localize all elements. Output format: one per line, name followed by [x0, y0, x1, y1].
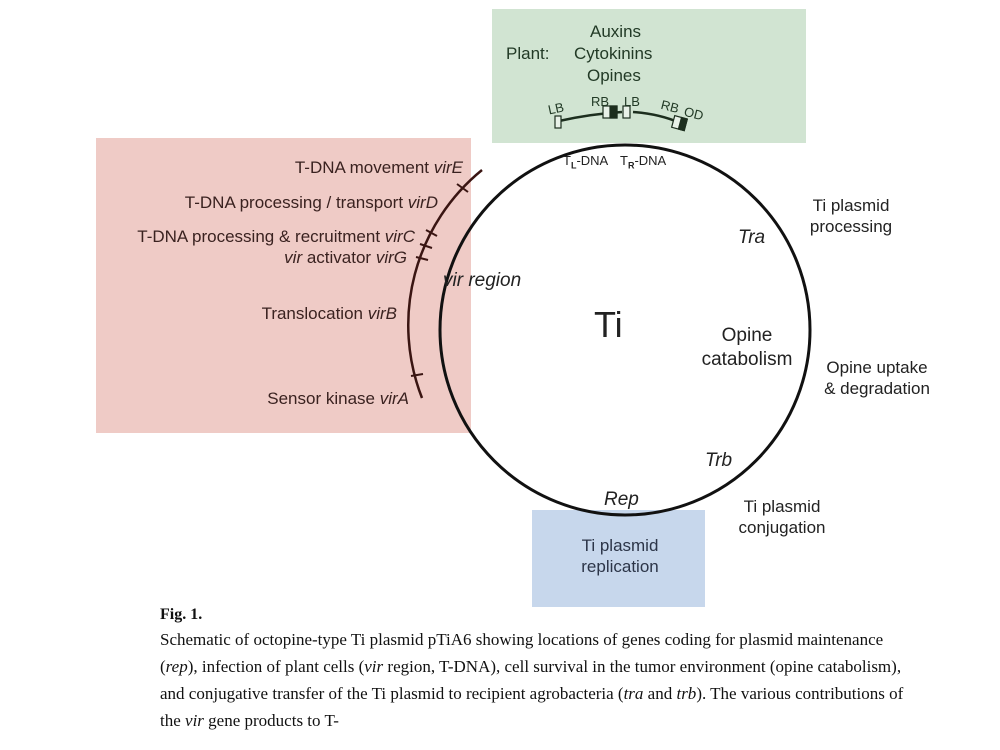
tl-dna-t: T — [563, 153, 571, 168]
figure-title: Fig. 1. — [160, 606, 203, 623]
caption-seg: and — [643, 684, 677, 703]
caption-italic-trb: trb — [676, 684, 697, 703]
caption-seg: gene products to T- — [203, 711, 339, 730]
replication-line1: Ti plasmid — [581, 536, 659, 555]
gene-function: T-DNA movement — [294, 158, 434, 177]
border-rb-left: RB — [591, 94, 610, 109]
plasmid-name: Ti — [594, 304, 623, 345]
gene-name: virE — [433, 158, 463, 177]
product-auxins: Auxins — [590, 22, 642, 41]
caption-text: Schematic of octopine-type Ti plasmid pT… — [160, 626, 920, 734]
caption-italic-rep: rep — [165, 657, 188, 676]
conjugation-line1: Ti plasmid — [743, 497, 821, 516]
caption-italic-vir2: vir — [185, 711, 204, 730]
tl-dna-sub: L — [570, 160, 577, 171]
product-opines: Opines — [587, 66, 641, 85]
lb-marker-2 — [622, 105, 631, 119]
figure-caption: Fig. 1. Schematic of octopine-type Ti pl… — [160, 604, 920, 734]
tl-dna-label: TL-DNA — [563, 150, 608, 177]
replication-box — [532, 510, 705, 607]
opine-uptake-label: Opine uptake & degradation — [812, 357, 942, 399]
tick-virE-virD — [456, 183, 469, 193]
gene-function: Translocation — [261, 304, 368, 323]
gene-name: virD — [407, 193, 438, 212]
gene-label-virE: T-DNA movement virE — [295, 157, 463, 178]
tr-dna-t: T — [620, 153, 628, 168]
tick-virB-virA — [410, 373, 424, 377]
opine-line2: catabolism — [701, 349, 793, 370]
processing-line1: Ti plasmid — [812, 196, 890, 215]
caption-seg: ). The various contributions of the — [160, 684, 904, 730]
vir-gene-ticks — [410, 183, 469, 377]
opine-uptake-line1: Opine uptake — [826, 358, 928, 377]
region-text: region — [463, 270, 522, 291]
caption-italic-tra: tra — [623, 684, 644, 703]
gene-name: virC — [384, 227, 415, 246]
caption-seg: Schematic of octopine-type Ti plasmid pT… — [160, 630, 884, 676]
ti-plasmid-conjugation-label: Ti plasmid conjugation — [726, 496, 838, 538]
plasmid-circle — [438, 143, 812, 517]
tl-dna-suffix: -DNA — [576, 153, 609, 168]
tr-dna-sub: R — [627, 160, 635, 171]
tick-virC-virG — [419, 243, 433, 249]
gene-label-virD: T-DNA processing / transport virD — [185, 192, 438, 213]
lb-marker-1 — [554, 115, 562, 129]
caption-italic-vir: vir — [364, 657, 384, 676]
gene-label-virC: T-DNA processing & recruitment virC — [137, 226, 415, 247]
ti-plasmid-processing-label: Ti plasmid processing — [796, 195, 906, 237]
plant-prefix: Plant: — [506, 44, 550, 63]
plant-products-box — [492, 9, 806, 143]
tra-label: Tra — [738, 227, 766, 248]
gene-function: T-DNA processing / transport — [184, 193, 408, 212]
vir-region-label: vir region — [443, 270, 521, 291]
vir-italic: vir — [443, 270, 464, 291]
opine-line1: Opine — [721, 325, 773, 346]
opine-uptake-line2: & degradation — [824, 379, 930, 398]
tr-dna-suffix: -DNA — [634, 153, 667, 168]
border-lb-right: LB — [624, 94, 640, 109]
gene-function: activator — [302, 248, 376, 267]
product-cytokinins: Cytokinins — [574, 44, 653, 63]
gene-function: Sensor kinase — [267, 389, 380, 408]
trb-label: Trb — [705, 450, 733, 471]
gene-label-virA: Sensor kinase virA — [267, 388, 409, 409]
gene-name: virA — [379, 389, 409, 408]
conjugation-line2: conjugation — [738, 518, 826, 537]
tr-dna-label: TR-DNA — [620, 150, 666, 177]
gene-label-virG: vir activator virG — [284, 247, 407, 268]
replication-line2: replication — [581, 557, 659, 576]
vir-region-arc — [407, 169, 483, 399]
vir-region-box — [96, 138, 471, 433]
border-markers — [554, 105, 689, 132]
caption-seg: ), infection of plant cells ( — [187, 657, 365, 676]
rep-label: Rep — [604, 489, 639, 510]
gene-name: virG — [375, 248, 407, 267]
opine-catabolism-label: Opine catabolism — [688, 324, 806, 372]
caption-seg: region, T-DNA), cell survival in the tum… — [160, 657, 902, 703]
replication-label: Ti plasmid replication — [560, 535, 680, 577]
gene-function: T-DNA processing & recruitment — [137, 227, 385, 246]
gene-name: virB — [367, 304, 397, 323]
gene-function-italic: vir — [284, 248, 303, 267]
ti-plasmid-diagram — [407, 105, 812, 517]
rb-marker-1-fill — [609, 105, 618, 119]
gene-label-virB: Translocation virB — [262, 303, 397, 324]
processing-line2: processing — [809, 217, 893, 236]
rb-marker-2-fill — [677, 116, 689, 132]
tick-virG-virB — [415, 256, 429, 261]
tick-virD-virC — [425, 229, 438, 237]
